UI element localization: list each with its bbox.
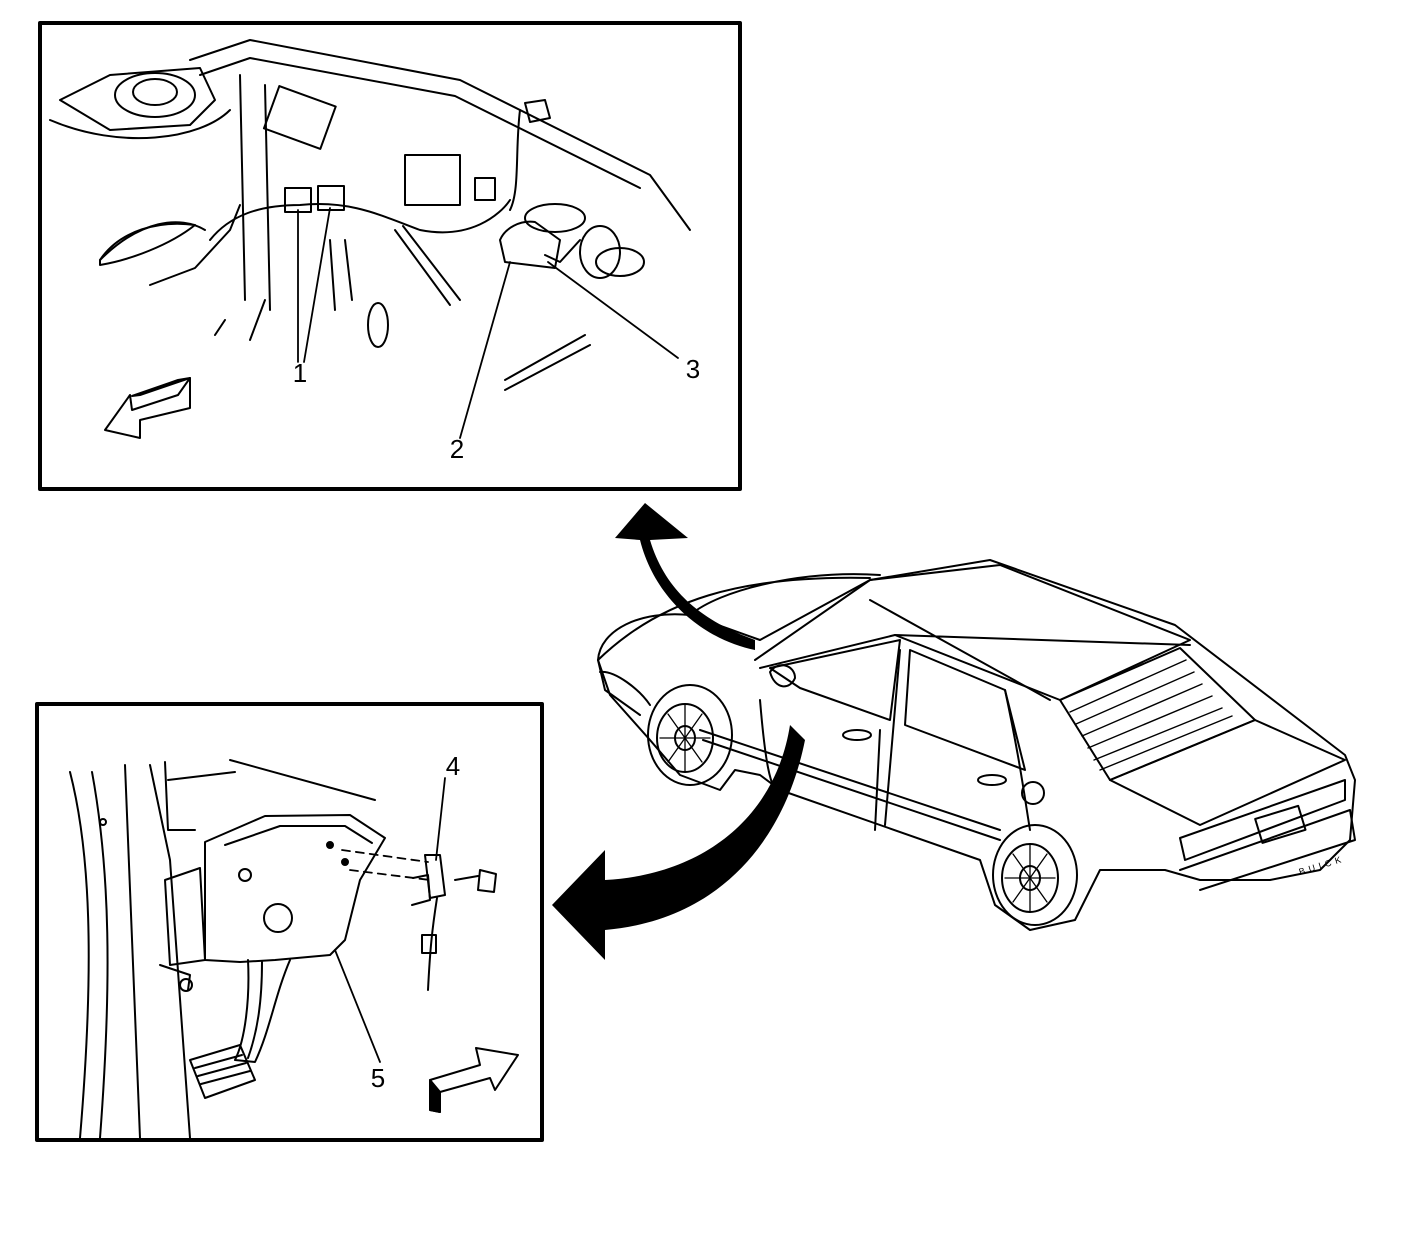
dash-panel	[69, 759, 376, 1139]
front-door-window	[769, 639, 901, 721]
callout-5: 5	[371, 1063, 385, 1093]
license-plate	[1254, 804, 1307, 844]
hood	[597, 573, 881, 661]
vehicle-body	[597, 559, 1356, 931]
vehicle-illustration	[597, 559, 1356, 931]
mounting-bolt	[454, 869, 497, 893]
leader-3	[547, 261, 679, 359]
front-fascia	[597, 659, 651, 716]
loose-strap	[99, 222, 196, 266]
leader-2	[459, 261, 511, 439]
brake-pedal-arm	[234, 959, 291, 1063]
roof-line	[869, 599, 1191, 701]
relay-connector	[474, 177, 496, 201]
strut-tower	[49, 67, 231, 140]
module-a	[262, 85, 337, 150]
callout-1: 1	[293, 358, 307, 388]
connector-left	[284, 187, 312, 213]
panel-rivet	[99, 818, 107, 826]
brake-master-cylinder	[499, 203, 586, 269]
stop-lamp-switch	[411, 854, 446, 991]
pedal-inset-frame	[35, 702, 544, 1142]
callout-labels: 1 2 3 4 5 BUICK	[293, 354, 1346, 1093]
body-side-molding	[699, 729, 1001, 841]
leader-4	[435, 777, 446, 861]
door-seams	[759, 649, 1031, 831]
rear-defroster-lines	[1069, 659, 1233, 771]
rear-bumper	[1179, 809, 1356, 891]
front-door-handle	[842, 729, 872, 741]
install-path	[341, 849, 431, 881]
side-mirror	[769, 664, 796, 688]
pointer-arrow-to-engine	[615, 503, 755, 650]
wiring-harness	[99, 109, 521, 261]
brace-rods	[214, 225, 591, 391]
rearward-direction-arrow	[429, 1047, 519, 1113]
callout-4: 4	[446, 751, 460, 781]
callout-2: 2	[450, 434, 464, 464]
pedal-bracket	[159, 814, 386, 992]
windshield	[754, 564, 1191, 701]
grommet	[367, 302, 389, 348]
rear-door-window	[904, 649, 1026, 771]
brake-pedal-inset	[35, 702, 544, 1142]
leader-1	[297, 207, 331, 363]
engine-compartment-inset	[38, 21, 742, 491]
cowl-panel	[189, 39, 691, 311]
engine-inset-frame	[38, 21, 742, 491]
brake-pedal-pad	[189, 1044, 256, 1099]
module-b	[404, 154, 461, 206]
leader-5	[334, 949, 381, 1063]
hose	[149, 204, 241, 286]
brake-booster	[579, 225, 645, 279]
rear-door-handle	[977, 774, 1007, 786]
connector-right	[317, 185, 345, 211]
tail-lamps	[1179, 779, 1346, 861]
pointer-arrow-to-pedal	[552, 725, 805, 960]
rear-wheel	[992, 824, 1078, 926]
front-wheel	[647, 684, 733, 786]
forward-direction-arrow	[104, 377, 191, 439]
connector-plug	[524, 99, 551, 123]
callout-3: 3	[686, 354, 700, 384]
trunk-lid	[1109, 719, 1346, 826]
fuel-door	[1021, 781, 1045, 805]
